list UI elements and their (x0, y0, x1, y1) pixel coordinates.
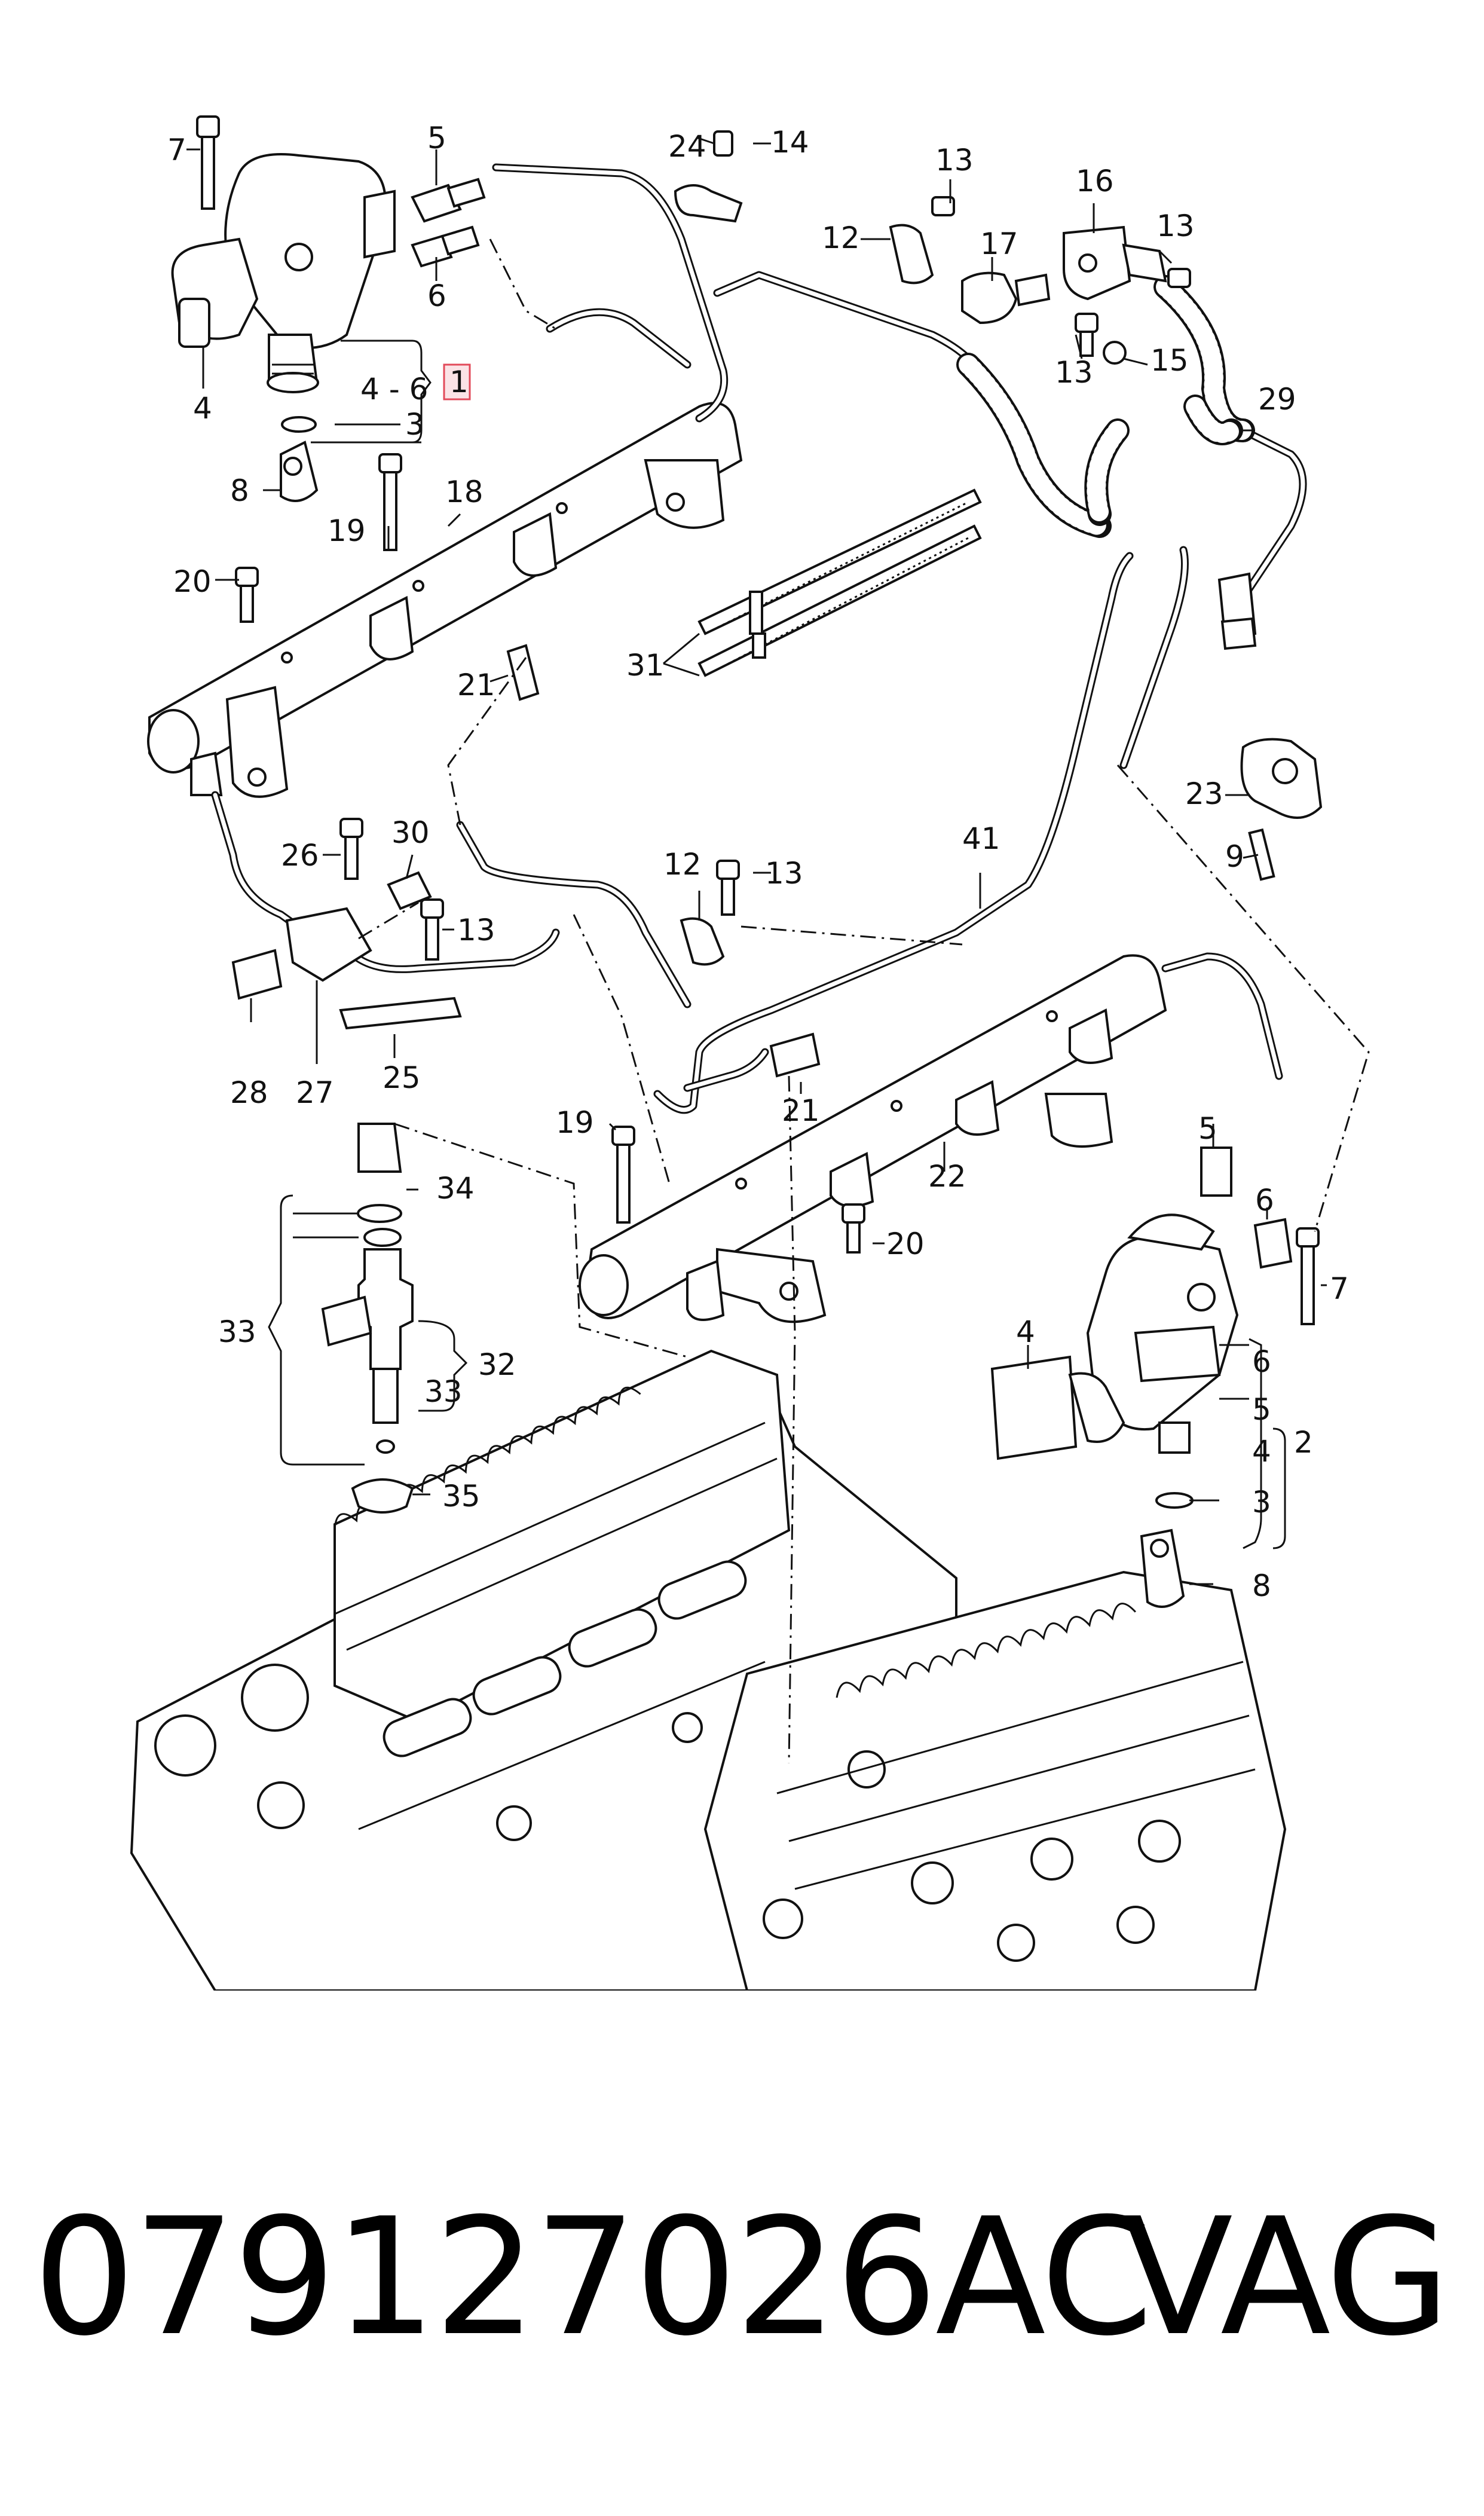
fuel-lines (211, 163, 1307, 1114)
callout-21: 21 (457, 668, 495, 702)
callout-4: 4 (193, 391, 212, 426)
cable-ties-31 (697, 488, 982, 677)
callout-19b: 19 (556, 1105, 594, 1140)
fuel-injector-33 (321, 1123, 414, 1514)
callout-19: 19 (328, 513, 366, 548)
callout-12b: 12 (663, 847, 702, 882)
tappet-8-left (280, 441, 319, 502)
clamp-24 (674, 130, 743, 223)
callout-13a: 13 (935, 143, 974, 178)
callout-27: 27 (296, 1075, 334, 1110)
pressure-sensor-17 (961, 271, 1051, 325)
bolt-19-left (378, 453, 402, 551)
connector-29 (1217, 572, 1257, 650)
callout-8b: 8 (1252, 1569, 1271, 1603)
callout-13b: 13 (1156, 209, 1195, 243)
callout-18: 18 (445, 475, 484, 509)
callout-6: 6 (427, 279, 446, 313)
bracket-23 (1240, 738, 1323, 881)
callout-24: 24 (668, 129, 706, 164)
callout-6b: 6 (1255, 1183, 1274, 1218)
high-pressure-pump-right (990, 1213, 1239, 1509)
callout-13c: 13 (1055, 355, 1093, 390)
part-number-label: 079127026AC (33, 2183, 1153, 2371)
engine-cylinder-head (130, 1349, 1287, 1991)
callout-5: 5 (427, 121, 446, 155)
fuel-system-exploded-diagram: 1 7 5 6 4 4 - 6 3 8 19 18 20 21 24 14 13… (130, 115, 1370, 1991)
bolt-20-left (235, 567, 259, 623)
callout-26: 26 (281, 838, 319, 873)
fuel-rail-left (147, 402, 743, 798)
high-pressure-pump-left (171, 153, 396, 433)
callout-4b: 4 (1016, 1314, 1035, 1349)
fittings-right (1200, 1147, 1320, 1325)
callout-14: 14 (771, 125, 809, 160)
bolt-7-left (196, 115, 220, 210)
callout-25: 25 (383, 1060, 421, 1095)
callout-28: 28 (230, 1075, 268, 1110)
brand-label: VAG (1122, 2183, 1451, 2371)
sensor-block-27 (231, 818, 462, 1030)
callout-35: 35 (442, 1479, 481, 1514)
callout-13d: 13 (457, 913, 495, 947)
callout-6c: 6 (1252, 1344, 1271, 1379)
callout-5b: 5 (1198, 1111, 1217, 1146)
callout-3b: 3 (1252, 1485, 1271, 1520)
fittings-5-6-left (411, 178, 486, 268)
callout-33: 33 (218, 1314, 256, 1349)
callout-20: 20 (173, 564, 212, 599)
callout-22: 22 (928, 1159, 966, 1194)
fitting-21-middle (769, 1032, 821, 1078)
callout-13e: 13 (765, 856, 803, 891)
callout-4c: 4 (1252, 1434, 1271, 1469)
clamp-12-middle (680, 860, 740, 966)
clamp-12-top (889, 196, 955, 285)
bolts-13-15 (1075, 268, 1191, 365)
part-1-highlight-box (443, 363, 471, 401)
callout-7b: 7 (1330, 1271, 1349, 1306)
fitting-21-left (506, 644, 540, 701)
callout-31: 31 (626, 648, 665, 683)
callout-labels: 1 7 5 6 4 4 - 6 3 8 19 18 20 21 24 14 13… (167, 121, 1349, 1603)
callout-9: 9 (1225, 839, 1244, 874)
bolt-19-right (611, 1126, 635, 1224)
tappet-8-right (1140, 1528, 1185, 1608)
callout-29: 29 (1258, 382, 1296, 417)
callout-2: 2 (1294, 1425, 1313, 1460)
callout-3: 3 (405, 407, 424, 442)
callout-20b: 20 (886, 1227, 925, 1261)
callout-5c: 5 (1252, 1392, 1271, 1427)
callout-15: 15 (1151, 343, 1189, 378)
callout-4-6: 4 - 6 (360, 372, 428, 406)
callout-23: 23 (1185, 776, 1223, 811)
fuel-hoses (956, 275, 1255, 538)
callout-16: 16 (1076, 164, 1114, 198)
assembly-lines (358, 239, 1370, 1764)
callout-17: 17 (980, 227, 1018, 261)
callout-12: 12 (822, 221, 860, 255)
callout-7: 7 (167, 133, 186, 167)
callout-32: 32 (478, 1347, 516, 1382)
leader-lines (186, 136, 1327, 1585)
callout-1: 1 (449, 365, 469, 399)
callout-30: 30 (391, 815, 430, 850)
fuel-rail-right (579, 954, 1167, 1323)
valve-16 (1063, 225, 1167, 301)
callout-41: 41 (962, 821, 1000, 856)
callout-34: 34 (436, 1171, 475, 1206)
callout-8: 8 (230, 473, 249, 508)
callout-33b: 33 (424, 1374, 463, 1409)
bolt-20-right (842, 1203, 865, 1254)
callout-21b: 21 (782, 1093, 820, 1128)
